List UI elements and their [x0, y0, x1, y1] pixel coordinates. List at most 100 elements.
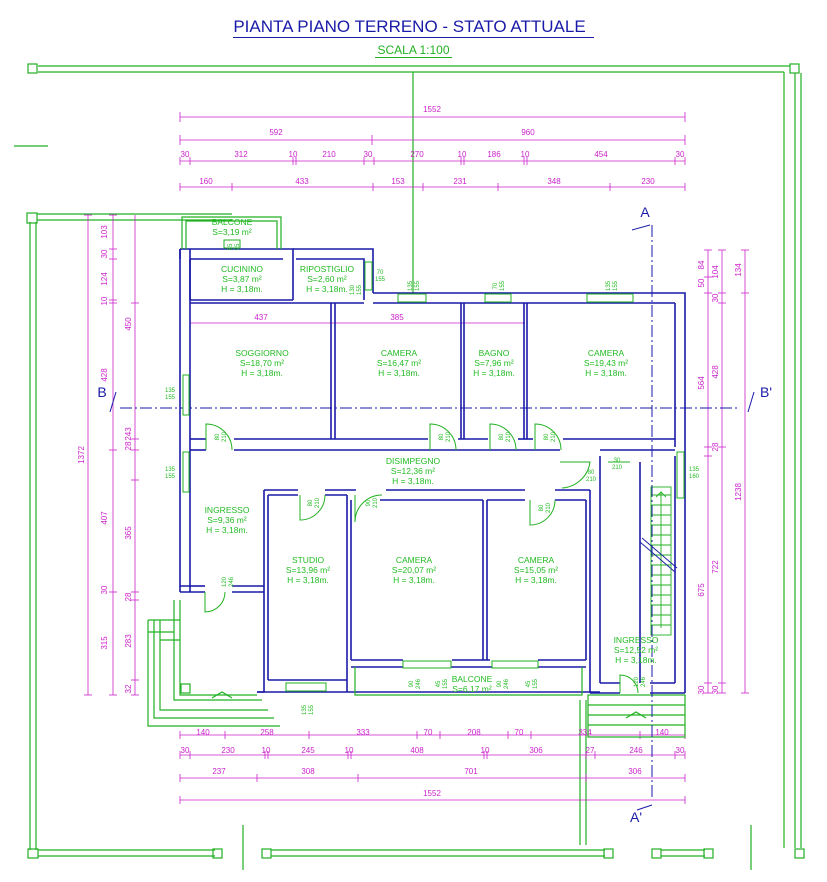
window-label: 130155: [350, 284, 363, 295]
dim: 312: [234, 150, 248, 159]
dim: 230: [221, 746, 235, 755]
dim: 315: [100, 636, 109, 650]
section-markers: A A' B B': [97, 204, 772, 825]
dim: 28: [124, 592, 133, 601]
dim: 208: [467, 728, 481, 737]
dim: 722: [711, 560, 720, 574]
dim-total-left: 1372: [77, 446, 86, 464]
door-label: 80210: [215, 431, 228, 442]
balconies: [147, 216, 686, 738]
dimensions-right: 84 104 564 28 675 30 50 30 428 722 30 13…: [697, 260, 743, 694]
dim: 30: [697, 685, 706, 694]
dim: 30: [676, 746, 685, 755]
dim: 306: [529, 746, 543, 755]
section-a-bottom: A': [630, 809, 642, 825]
dim: 385: [390, 313, 404, 322]
room-name: BALCONE: [212, 217, 253, 227]
dimensions-top: 1552 592 960 30 312 10 210 30 270 10 186…: [181, 105, 685, 186]
dim: 433: [295, 177, 309, 186]
room-height: H = 3,18m.: [473, 368, 515, 378]
room-height: H = 3,18m.: [378, 368, 420, 378]
dim: 334: [578, 728, 592, 737]
dim: 70: [515, 728, 524, 737]
dim: 10: [521, 150, 530, 159]
room-area: S=16,47 m²: [377, 358, 421, 368]
room-name: CAMERA: [588, 348, 625, 358]
dim: 283: [124, 634, 133, 648]
room-area: S=6,17 m²: [452, 684, 492, 694]
dim: 450: [124, 317, 133, 331]
windows: [182, 239, 685, 692]
dim: 30: [100, 249, 109, 258]
dim: 308: [301, 767, 315, 776]
window-label: 45155: [436, 678, 449, 689]
dim: 30: [711, 293, 720, 302]
dimension-ticks: [84, 112, 749, 804]
dim: 270: [410, 150, 424, 159]
dim: 32: [124, 684, 133, 693]
room-name: BALCONE: [452, 674, 493, 684]
window-label: 45155: [526, 678, 539, 689]
dim: 408: [410, 746, 424, 755]
dim: 160: [199, 177, 213, 186]
dim-top-960: 960: [521, 128, 535, 137]
dim-total-bottom: 1552: [423, 789, 441, 798]
room-name: STUDIO: [292, 555, 325, 565]
staircase: [639, 486, 678, 636]
window-label: 70155: [493, 280, 506, 291]
room-name: RIPOSTIGLIO: [300, 264, 355, 274]
door-label: 80210: [544, 431, 557, 442]
door-label: 80210: [439, 431, 452, 442]
dimensions-bottom: 140 258 333 70 208 70 334 140 30 230 10 …: [181, 728, 685, 798]
dim: 10: [100, 296, 109, 305]
room-area: S=9,36 m²: [207, 515, 247, 525]
dim: 30: [100, 585, 109, 594]
interior-dimensions: 437 385: [254, 313, 404, 322]
dim: 437: [254, 313, 268, 322]
dim: 27: [586, 746, 595, 755]
dim: 10: [481, 746, 490, 755]
dim: 153: [391, 177, 405, 186]
door-label: 90210: [366, 497, 379, 508]
room-name: DISIMPEGNO: [386, 456, 441, 466]
walls: [179, 248, 686, 694]
room-name: CAMERA: [396, 555, 433, 565]
door-label: 120246: [222, 576, 235, 587]
dim: 231: [453, 177, 467, 186]
dim: 564: [697, 376, 706, 390]
room-height: H = 3,18m.: [393, 575, 435, 585]
drawing-scale: SCALA 1:100: [375, 43, 452, 58]
section-a-top: A: [640, 204, 650, 220]
room-area: S=20,07 m²: [392, 565, 436, 575]
window-label: 90246: [409, 678, 422, 689]
room-height: H = 3,18m.: [306, 284, 348, 294]
dimension-lines: [87, 116, 746, 801]
dim: 10: [345, 746, 354, 755]
dim: 104: [711, 265, 720, 279]
door-label: 80210: [499, 431, 512, 442]
dim: 28: [124, 441, 133, 450]
room-area: S=7,96 m²: [474, 358, 514, 368]
section-b-right: B': [760, 384, 772, 400]
window-label: 135155: [408, 280, 421, 291]
dim: 230: [641, 177, 655, 186]
dim: 407: [100, 511, 109, 525]
dim-top-592: 592: [269, 128, 283, 137]
door-label: 120246: [634, 676, 647, 687]
dim: 333: [356, 728, 370, 737]
room-area: S=19,43 m²: [584, 358, 628, 368]
dim: 103: [100, 225, 109, 239]
site-boundary: [14, 63, 805, 870]
room-name: BAGNO: [479, 348, 510, 358]
window-label: 8595: [228, 243, 241, 250]
dim: 134: [734, 263, 743, 277]
window-label: 90246: [497, 678, 510, 689]
room-height: H = 3,18m.: [615, 655, 657, 665]
door-swings: [204, 423, 639, 694]
room-area: S=15,05 m²: [514, 565, 558, 575]
